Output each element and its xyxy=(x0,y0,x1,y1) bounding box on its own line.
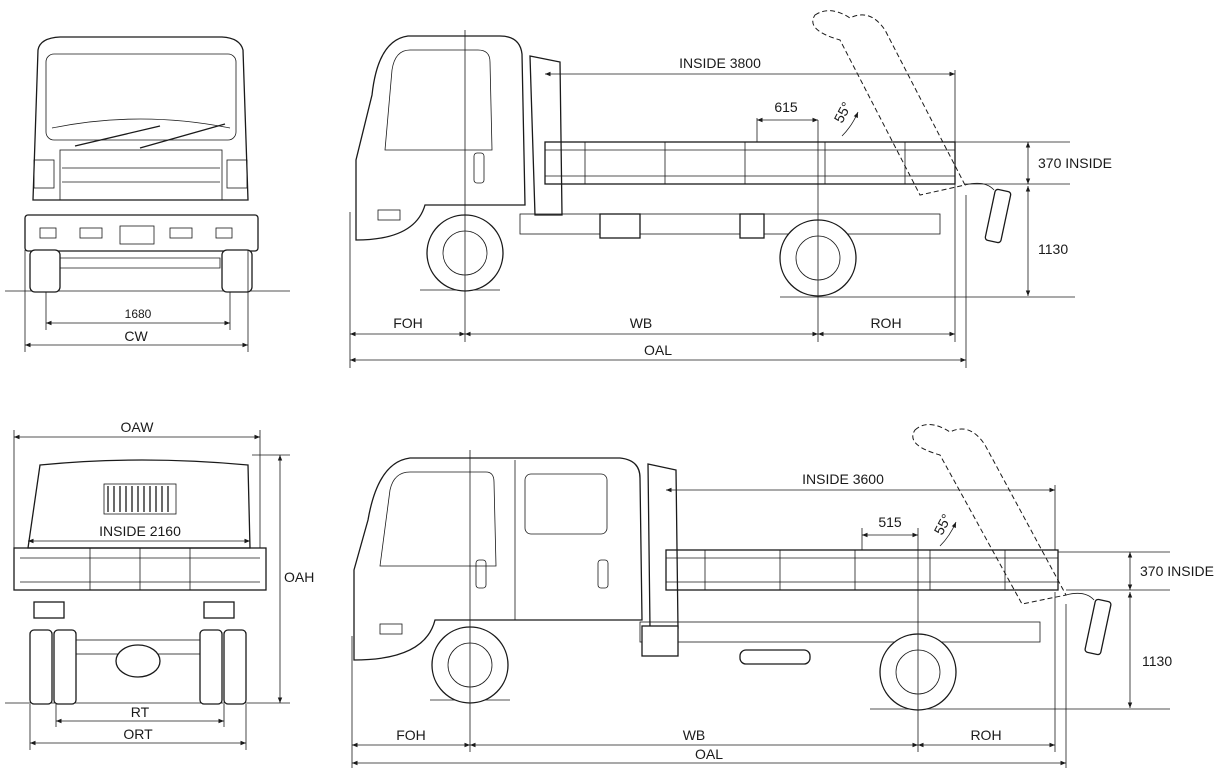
crew-cab-side-view: INSIDE 3600 515 55° 370 INSIDE 1130 FOH … xyxy=(351,424,1214,768)
rear-overall-width-label: OAW xyxy=(121,419,155,435)
crew-floor-height-label: 1130 xyxy=(1142,653,1172,669)
crew-front-overhang-label: FOH xyxy=(396,727,426,743)
rear-view: OAW INSIDE 2160 OAH RT ORT xyxy=(5,419,314,750)
single-overall-length-label: OAL xyxy=(644,342,672,358)
crew-tip-angle-label: 55° xyxy=(931,511,955,537)
single-cab-side-view: INSIDE 3800 615 55° 370 INSIDE 1130 FOH … xyxy=(349,10,1112,368)
rear-overall-height-label: OAH xyxy=(284,569,314,585)
crew-wheelbase-label: WB xyxy=(683,727,706,743)
rear-inside-width-label: INSIDE 2160 xyxy=(99,523,181,539)
crew-rear-overhang-label: ROH xyxy=(970,727,1001,743)
single-front-overhang-label: FOH xyxy=(393,315,423,331)
single-wheelbase-label: WB xyxy=(630,315,653,331)
single-inside-length-label: INSIDE 3800 xyxy=(679,55,761,71)
front-view: 1680 CW xyxy=(5,36,290,352)
single-floor-height-label: 1130 xyxy=(1038,241,1068,257)
single-offset-label: 615 xyxy=(774,99,798,115)
single-tip-angle-label: 55° xyxy=(831,99,855,125)
rear-vent-grille xyxy=(103,483,177,515)
crew-inside-length-label: INSIDE 3600 xyxy=(802,471,884,487)
crew-body-height-label: 370 INSIDE xyxy=(1140,563,1214,579)
crew-overall-length-label: OAL xyxy=(695,746,723,762)
crew-offset-label: 515 xyxy=(878,514,902,530)
front-cab-width-label: CW xyxy=(124,328,148,344)
single-body-height-label: 370 INSIDE xyxy=(1038,155,1112,171)
rear-outer-track-label: ORT xyxy=(123,726,153,742)
single-rear-overhang-label: ROH xyxy=(870,315,901,331)
rear-track-label: RT xyxy=(131,704,150,720)
front-track-label: 1680 xyxy=(125,307,152,321)
